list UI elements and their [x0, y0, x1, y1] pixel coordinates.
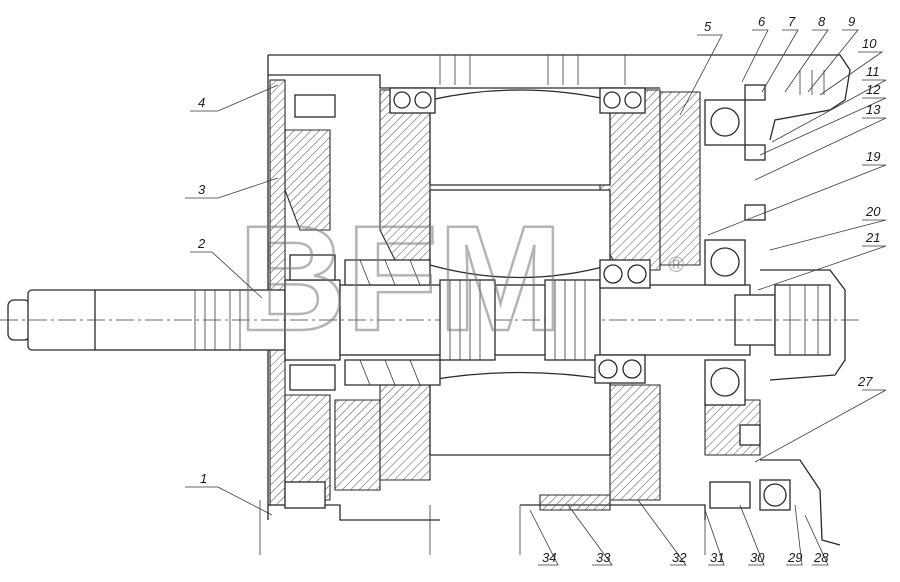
- callout-6: 6: [758, 14, 766, 29]
- callout-9: 9: [848, 14, 855, 29]
- callout-2: 2: [197, 236, 206, 251]
- callout-20: 20: [865, 204, 881, 219]
- callout-34: 34: [542, 550, 556, 565]
- callout-4: 4: [198, 95, 205, 110]
- callout-13: 13: [866, 102, 881, 117]
- callout-10: 10: [862, 36, 877, 51]
- callout-7: 7: [788, 14, 796, 29]
- callout-12: 12: [866, 82, 881, 97]
- roller-bearings: [344, 259, 441, 386]
- housing: [259, 54, 851, 555]
- callout-3: 3: [198, 182, 206, 197]
- watermark: BFM ®: [237, 193, 684, 364]
- callout-30: 30: [750, 550, 765, 565]
- ball-bearings: [284, 87, 791, 511]
- callout-27: 27: [857, 374, 873, 389]
- needle-bearings: [289, 254, 601, 391]
- callout-11: 11: [866, 64, 880, 79]
- callout-1: 1: [200, 471, 207, 486]
- callout-labels: 1 2 3 4 5 6 7 8 9 10 11 12 13 19 20 21 2…: [197, 14, 881, 565]
- callout-33: 33: [596, 550, 611, 565]
- callout-21: 21: [865, 230, 880, 245]
- callout-5: 5: [704, 19, 712, 34]
- callout-29: 29: [787, 550, 802, 565]
- callout-19: 19: [866, 149, 880, 164]
- callout-31: 31: [710, 550, 724, 565]
- hatched-sections: [269, 79, 761, 511]
- leader-lines: [185, 29, 887, 566]
- watermark-text: BFM: [238, 194, 563, 362]
- callout-28: 28: [813, 550, 829, 565]
- callout-8: 8: [818, 14, 826, 29]
- callout-32: 32: [672, 550, 687, 565]
- watermark-registered: ®: [668, 252, 684, 277]
- gear-blanks: [429, 89, 611, 456]
